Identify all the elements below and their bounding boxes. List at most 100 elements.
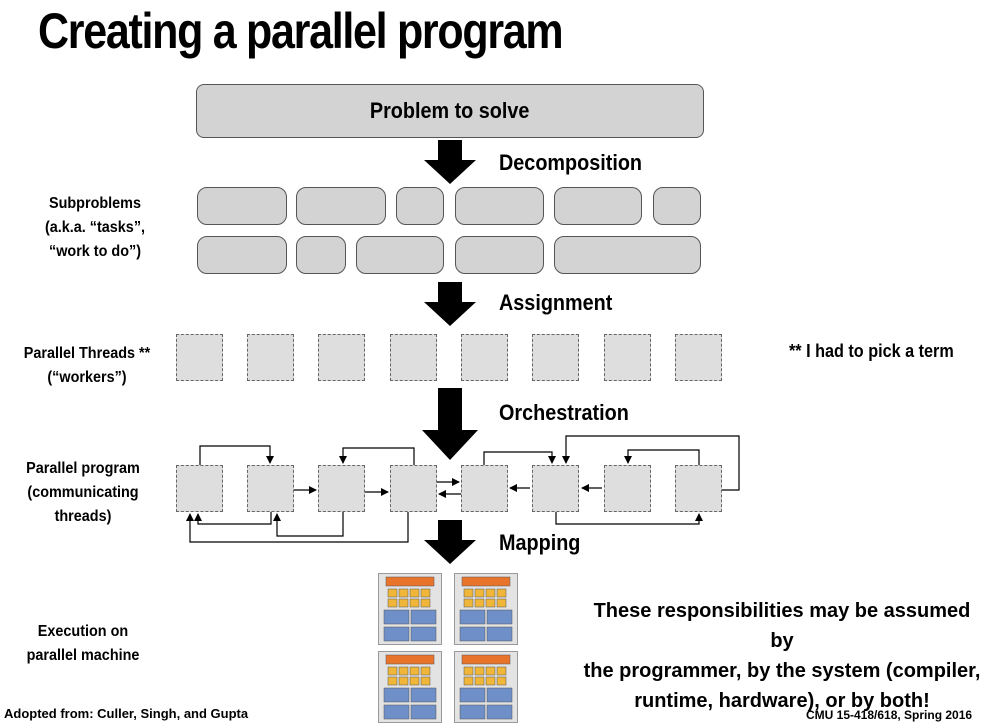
task-box [554,236,701,274]
problem-label: Problem to solve [370,98,530,123]
chip-fetch-unit [461,576,511,587]
task-box [455,236,544,274]
chip-alu [485,676,496,686]
chip-alu [474,588,485,598]
label-line: parallel machine [26,647,140,664]
worker-box [390,334,437,381]
label-line: Subproblems [48,195,141,212]
down-arrow [422,388,478,460]
task-box [396,187,444,225]
chip-alu [387,666,398,676]
thread-box [675,465,722,512]
chip-alu [398,598,409,608]
thread-box [390,465,437,512]
chip-context [383,609,410,625]
worker-box [604,334,651,381]
chip-context [410,704,437,720]
chip-alu [496,588,507,598]
chip-fetch-unit [385,576,435,587]
chip-context [459,687,486,703]
down-arrow [424,282,476,326]
worker-box [247,334,294,381]
thread-box [532,465,579,512]
chip-fetch-unit [461,654,511,665]
note-line: runtime, hardware), or by both! [634,690,930,712]
chip-alu [485,588,496,598]
chip-alu [387,588,398,598]
chip-alu [496,598,507,608]
chip-alu [474,598,485,608]
chip-fetch-unit [385,654,435,665]
chip-context [410,626,437,642]
label-line: (a.k.a. “tasks”, [44,219,146,236]
chip-context [486,687,513,703]
chip-context [410,609,437,625]
execution-label: Execution on parallel machine [14,620,153,668]
program-label: Parallel program (communicating threads) [14,457,153,529]
chip-alu [398,676,409,686]
chip-context [459,626,486,642]
label-line: threads) [54,508,112,525]
chip-alu [463,598,474,608]
chip-alu [420,676,431,686]
task-box [296,236,346,274]
slide-title: Creating a parallel program [38,3,564,59]
task-box [653,187,701,225]
chip-context [383,704,410,720]
worker-box [176,334,223,381]
responsibility-note: These responsibilities may be assumed by… [580,596,984,716]
note-line: These responsibilities may be assumed by [593,600,971,652]
chip-context [459,704,486,720]
chip-alu [420,588,431,598]
task-box [296,187,386,225]
chip-context [383,687,410,703]
footer-credit: Adopted from: Culler, Singh, and Gupta [4,706,249,721]
task-box [356,236,444,274]
chip-alu [485,666,496,676]
chip-alu [398,666,409,676]
label-line: Execution on [37,623,129,640]
chip-alu [463,676,474,686]
chip-alu [409,588,420,598]
thread-box [247,465,294,512]
chip-alu [387,598,398,608]
chip-alu [463,666,474,676]
chip-alu [496,666,507,676]
footer-course: CMU 15-418/618, Spring 2016 [806,708,973,722]
task-box [554,187,642,225]
label-line: Parallel Threads ** [23,345,151,362]
thread-box [318,465,365,512]
thread-box [176,465,223,512]
chip-context [383,626,410,642]
chip-context [486,704,513,720]
chip-alu [409,676,420,686]
chip-alu [496,676,507,686]
step-mapping: Mapping [499,530,581,555]
down-arrow [424,520,476,564]
subproblems-label: Subproblems (a.k.a. “tasks”, “work to do… [28,192,163,264]
label-line: (communicating [27,484,139,501]
chip-context [486,626,513,642]
chip-alu [398,588,409,598]
worker-box [675,334,722,381]
threads-label: Parallel Threads ** (“workers”) [14,342,160,390]
chip-context [410,687,437,703]
chip-alu [420,666,431,676]
worker-box [532,334,579,381]
label-line: (“workers”) [47,369,127,386]
step-decomposition: Decomposition [499,150,643,175]
step-orchestration: Orchestration [499,400,629,425]
chip-alu [463,588,474,598]
chip-context [486,609,513,625]
chip-alu [474,676,485,686]
step-assignment: Assignment [499,290,613,315]
note-line: the programmer, by the system (compiler, [583,660,981,682]
chip-context [459,609,486,625]
task-box [455,187,544,225]
chip-alu [409,598,420,608]
chip-alu [387,676,398,686]
thread-box [461,465,508,512]
chip-alu [474,666,485,676]
